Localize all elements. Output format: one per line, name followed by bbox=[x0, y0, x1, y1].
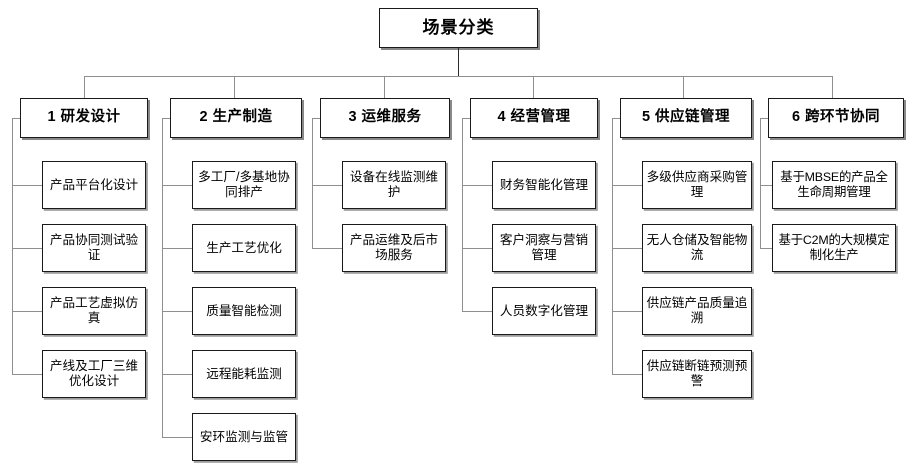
root-node-label: 场景分类 bbox=[422, 17, 495, 37]
leaf-node-4-3[interactable]: 人员数字化管理 bbox=[492, 287, 596, 335]
leaf-node-label: 人员数字化管理 bbox=[499, 303, 589, 318]
leaf-connector-4-1 bbox=[462, 185, 492, 186]
leaf-connector-5-3 bbox=[612, 311, 642, 312]
header-bus-connector bbox=[84, 76, 832, 77]
leaf-node-2-2[interactable]: 生产工艺优化 bbox=[192, 224, 296, 272]
leaf-node-label: 产品工艺虚拟仿真 bbox=[49, 296, 139, 325]
branch-spine-5 bbox=[612, 118, 613, 374]
leaf-connector-6-1 bbox=[760, 185, 772, 186]
leaf-node-label: 供应链断链预测预警 bbox=[646, 359, 748, 388]
leaf-connector-5-1 bbox=[612, 185, 642, 186]
leaf-node-label: 质量智能检测 bbox=[206, 303, 282, 318]
leaf-connector-3-2 bbox=[312, 248, 342, 249]
header-spine-stub-2 bbox=[162, 118, 170, 119]
leaf-node-label: 基于MBSE的产品全生命周期管理 bbox=[780, 170, 888, 199]
branch-header-1[interactable]: 1 研发设计 bbox=[20, 98, 148, 138]
leaf-node-label: 生产工艺优化 bbox=[206, 240, 282, 255]
leaf-node-5-2[interactable]: 无人仓储及智能物流 bbox=[642, 224, 752, 272]
root-node[interactable]: 场景分类 bbox=[379, 8, 538, 48]
leaf-node-1-4[interactable]: 产线及工厂三维优化设计 bbox=[42, 350, 146, 398]
branch-header-label: 2 生产制造 bbox=[199, 109, 273, 126]
leaf-connector-4-2 bbox=[462, 248, 492, 249]
leaf-connector-2-3 bbox=[162, 311, 192, 312]
header-spine-stub-4 bbox=[462, 118, 470, 119]
leaf-connector-2-5 bbox=[162, 437, 192, 438]
header-spine-stub-6 bbox=[760, 118, 768, 119]
branch-spine-2 bbox=[162, 118, 163, 437]
leaf-connector-3-1 bbox=[312, 185, 342, 186]
leaf-node-label: 财务智能化管理 bbox=[499, 177, 589, 192]
leaf-connector-2-1 bbox=[162, 185, 192, 186]
leaf-connector-1-3 bbox=[12, 311, 42, 312]
leaf-node-3-2[interactable]: 产品运维及后市场服务 bbox=[342, 224, 446, 272]
leaf-node-label: 客户洞察与营销管理 bbox=[499, 233, 589, 262]
leaf-node-1-3[interactable]: 产品工艺虚拟仿真 bbox=[42, 287, 146, 335]
leaf-connector-1-1 bbox=[12, 185, 42, 186]
branch-header-5[interactable]: 5 供应链管理 bbox=[620, 98, 752, 138]
branch-header-4[interactable]: 4 经营管理 bbox=[470, 98, 598, 138]
leaf-node-label: 产品运维及后市场服务 bbox=[349, 233, 439, 262]
leaf-connector-1-2 bbox=[12, 248, 42, 249]
leaf-connector-5-4 bbox=[612, 374, 642, 375]
leaf-node-5-4[interactable]: 供应链断链预测预警 bbox=[642, 350, 752, 398]
header-drop-6 bbox=[832, 76, 833, 98]
header-drop-3 bbox=[384, 76, 385, 98]
root-stem-connector bbox=[458, 48, 459, 76]
leaf-node-label: 产品平台化设计 bbox=[49, 177, 139, 192]
leaf-node-label: 基于C2M的大规模定制化生产 bbox=[778, 233, 890, 262]
leaf-connector-2-2 bbox=[162, 248, 192, 249]
branch-header-label: 4 经营管理 bbox=[497, 109, 571, 126]
leaf-node-label: 供应链产品质量追溯 bbox=[646, 296, 748, 325]
leaf-node-6-1[interactable]: 基于MBSE的产品全生命周期管理 bbox=[772, 161, 896, 209]
branch-header-6[interactable]: 6 跨环节协同 bbox=[768, 98, 904, 138]
leaf-node-3-1[interactable]: 设备在线监测维护 bbox=[342, 161, 446, 209]
header-spine-stub-1 bbox=[12, 118, 20, 119]
header-spine-stub-5 bbox=[612, 118, 620, 119]
leaf-connector-1-4 bbox=[12, 374, 42, 375]
branch-header-2[interactable]: 2 生产制造 bbox=[170, 98, 302, 138]
branch-header-label: 5 供应链管理 bbox=[641, 109, 731, 126]
branch-header-label: 1 研发设计 bbox=[47, 109, 121, 126]
leaf-node-2-1[interactable]: 多工厂/多基地协同排产 bbox=[192, 161, 296, 209]
branch-header-3[interactable]: 3 运维服务 bbox=[320, 98, 450, 138]
leaf-connector-6-2 bbox=[760, 248, 772, 249]
header-spine-stub-3 bbox=[312, 118, 320, 119]
leaf-node-5-1[interactable]: 多级供应商采购管理 bbox=[642, 161, 752, 209]
leaf-node-2-3[interactable]: 质量智能检测 bbox=[192, 287, 296, 335]
leaf-node-label: 多工厂/多基地协同排产 bbox=[198, 170, 290, 199]
header-drop-5 bbox=[683, 76, 684, 98]
leaf-node-label: 安环监测与监管 bbox=[199, 429, 289, 444]
leaf-connector-2-4 bbox=[162, 374, 192, 375]
branch-spine-3 bbox=[312, 118, 313, 248]
branch-spine-4 bbox=[462, 118, 463, 311]
header-drop-2 bbox=[234, 76, 235, 98]
leaf-connector-4-3 bbox=[462, 311, 492, 312]
leaf-node-1-2[interactable]: 产品协同测试验证 bbox=[42, 224, 146, 272]
leaf-node-5-3[interactable]: 供应链产品质量追溯 bbox=[642, 287, 752, 335]
leaf-node-label: 设备在线监测维护 bbox=[349, 170, 439, 199]
leaf-node-label: 无人仓储及智能物流 bbox=[646, 233, 748, 262]
leaf-node-label: 产线及工厂三维优化设计 bbox=[49, 359, 139, 388]
leaf-node-2-4[interactable]: 远程能耗监测 bbox=[192, 350, 296, 398]
leaf-node-label: 远程能耗监测 bbox=[206, 366, 282, 381]
branch-spine-6 bbox=[760, 118, 761, 248]
leaf-node-label: 产品协同测试验证 bbox=[49, 233, 139, 262]
leaf-node-label: 多级供应商采购管理 bbox=[646, 170, 748, 199]
header-drop-1 bbox=[84, 76, 85, 98]
leaf-node-6-2[interactable]: 基于C2M的大规模定制化生产 bbox=[772, 224, 896, 272]
branch-spine-1 bbox=[12, 118, 13, 374]
leaf-node-2-5[interactable]: 安环监测与监管 bbox=[192, 413, 296, 461]
header-drop-4 bbox=[533, 76, 534, 98]
branch-header-label: 3 运维服务 bbox=[348, 109, 422, 126]
leaf-connector-5-2 bbox=[612, 248, 642, 249]
leaf-node-4-2[interactable]: 客户洞察与营销管理 bbox=[492, 224, 596, 272]
leaf-node-4-1[interactable]: 财务智能化管理 bbox=[492, 161, 596, 209]
branch-header-label: 6 跨环节协同 bbox=[791, 109, 881, 126]
leaf-node-1-1[interactable]: 产品平台化设计 bbox=[42, 161, 146, 209]
